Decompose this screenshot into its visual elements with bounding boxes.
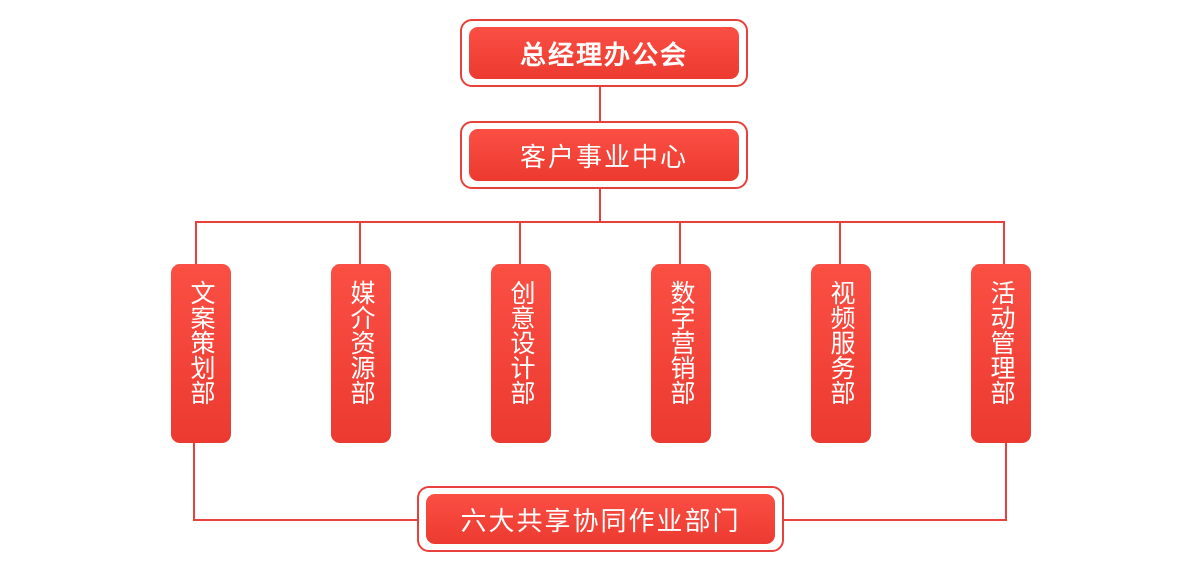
department-label: 活动管理部 <box>987 280 1016 405</box>
connector-line <box>679 221 681 265</box>
department-node: 媒介资源部 <box>331 264 391 443</box>
connector-line <box>1005 443 1007 521</box>
department-node: 文案策划部 <box>171 264 231 443</box>
connector-line <box>519 221 521 265</box>
connector-line <box>195 221 197 265</box>
bottom-node-label: 六大共享协同作业部门 <box>426 494 775 544</box>
top-node-label: 总经理办公会 <box>469 27 739 79</box>
department-label: 文案策划部 <box>187 280 216 405</box>
bottom-node: 六大共享协同作业部门 <box>417 486 784 552</box>
department-node: 数字营销部 <box>651 264 711 443</box>
connector-line <box>195 221 1005 223</box>
connector-line <box>839 221 841 265</box>
connector-line <box>359 221 361 265</box>
connector-line <box>782 519 1007 521</box>
connector-line <box>1003 221 1005 265</box>
department-label: 创意设计部 <box>507 280 536 405</box>
center-node-label: 客户事业中心 <box>469 129 739 181</box>
department-label: 视频服务部 <box>827 280 856 405</box>
connector-line <box>599 86 601 122</box>
department-label: 媒介资源部 <box>347 280 376 405</box>
top-node: 总经理办公会 <box>460 19 748 87</box>
center-node: 客户事业中心 <box>460 121 748 189</box>
connector-line <box>599 188 601 222</box>
department-label: 数字营销部 <box>667 280 696 405</box>
connector-line <box>193 519 418 521</box>
department-node: 创意设计部 <box>491 264 551 443</box>
department-node: 活动管理部 <box>971 264 1031 443</box>
department-node: 视频服务部 <box>811 264 871 443</box>
connector-line <box>193 443 195 521</box>
